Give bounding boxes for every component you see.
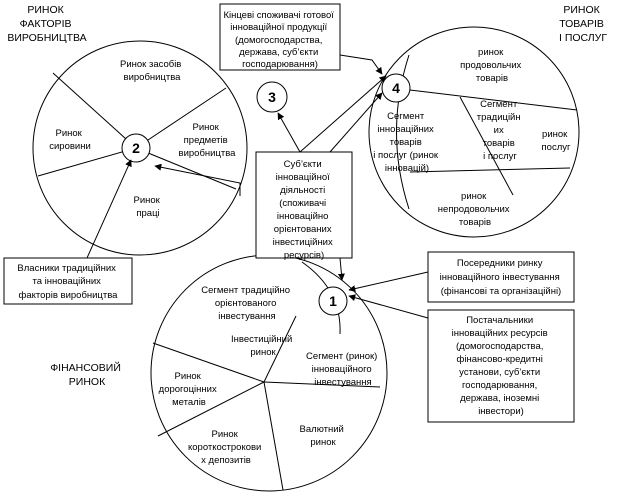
sector-labor: Ринок праці [134, 195, 163, 219]
consumers-number: 3 [268, 89, 276, 105]
box-end-consumers: Кінцеві споживачі готової інноваційної п… [219, 3, 341, 113]
box-innovation-subjects-frame [255, 151, 353, 259]
segment-traditional-investment: Сегмент традиційно орієнтованого інвесту… [201, 285, 292, 322]
box-innovation-subjects-text: Суб’єкти інноваційної діяльності (спожив… [273, 159, 336, 261]
sector-services: ринок послуг [542, 129, 571, 153]
box-factor-owners-frame [3, 257, 133, 305]
goods-divider-lower [409, 167, 571, 173]
arrow-subjects-to-goods-upper [299, 75, 387, 153]
segment-innovative-investment: Сегмент (ринок) інноваційного інвестуван… [306, 351, 380, 388]
factors-market: 2 Ринок засобів виробництва Ринок сирови… [7, 4, 248, 256]
sector-nonfood-goods: ринок непродовольчих товарів [438, 191, 512, 228]
box-resource-suppliers-frame [427, 309, 575, 423]
box-end-consumers-frame [219, 3, 341, 71]
segment-traditional-goods: Сегмент традиційн их товарів і послуг [477, 99, 524, 162]
goods-market-circle [368, 26, 580, 238]
factors-market-title: РИНОК ФАКТОРІВ ВИРОБНИЦТВА [7, 4, 86, 44]
goods-market: 4 ринок продовольчих товарів Сегмент інн… [368, 4, 607, 238]
goods-number-circle [381, 73, 411, 103]
factors-number: 2 [132, 140, 140, 156]
financial-number-circle [318, 286, 348, 316]
arrow-owners-to-factors [86, 159, 132, 259]
financial-divider-s [263, 381, 284, 491]
factors-divider-ne [135, 87, 227, 149]
box-intermediaries: Посередники ринку інноваційного інвестув… [427, 251, 575, 303]
arrow-suppliers-to-financial [348, 294, 429, 319]
box-resource-suppliers-text: Постачальники інноваційних ресурсів (дом… [452, 315, 551, 417]
sector-investment-market: Інвестиційний ринок [231, 334, 295, 358]
sector-objects-of-labor: Ринок предметів виробництва [179, 122, 237, 159]
box-factor-owners-text: Власники традиційних та інноваційних фак… [17, 263, 118, 301]
arrow-subjects-to-financial [337, 257, 345, 281]
financial-divider-n [263, 315, 297, 383]
financial-market-title: ФІНАНСОВИЙ РИНОК [50, 361, 124, 388]
financial-divider-w [152, 342, 265, 383]
connectors [86, 54, 429, 319]
sector-precious-metals: Ринок дорогоцінних металів [159, 371, 220, 408]
arrow-consumers-to-goods [339, 54, 383, 75]
factors-divider-sw [37, 147, 137, 177]
arrow-intermediaries-to-financial [348, 271, 429, 293]
sector-currency-market: Валютний ринок [300, 424, 347, 448]
box-intermediaries-frame [427, 251, 575, 303]
sector-raw-materials: Ринок сировини [49, 128, 91, 152]
arrow-subjects-to-factors [154, 163, 241, 196]
financial-divider-sw [157, 381, 265, 437]
factors-number-circle [121, 133, 151, 163]
box-intermediaries-text: Посередники ринку інноваційного інвестув… [440, 258, 563, 297]
arrow-subjects-to-consumers [277, 112, 301, 153]
factors-divider-nw [52, 72, 137, 149]
consumers-number-circle [256, 81, 288, 113]
goods-divider-upper [409, 89, 578, 111]
goods-number: 4 [392, 80, 400, 96]
segment-innovative-goods: Сегмент інноваційних товарів і послуг (р… [373, 111, 440, 174]
sector-means-of-production: Ринок засобів виробництва [120, 59, 184, 83]
box-innovation-subjects: Суб’єкти інноваційної діяльності (спожив… [255, 151, 353, 261]
financial-number: 1 [329, 293, 337, 309]
goods-innov-segment-border [396, 54, 410, 210]
arrow-subjects-to-goods-lower [329, 92, 383, 153]
sector-short-term-deposits: Ринок короткострокови х депозитів [188, 429, 264, 466]
factors-divider-se [135, 147, 237, 190]
sector-food-goods: ринок продовольчих товарів [460, 47, 524, 84]
financial-market: 1 Сегмент традиційно орієнтованого інвес… [50, 254, 388, 492]
goods-divider-diagonal [459, 96, 514, 196]
box-factor-owners: Власники традиційних та інноваційних фак… [3, 257, 133, 305]
financial-divider-e [263, 381, 381, 388]
box-resource-suppliers: Постачальники інноваційних ресурсів (дом… [427, 309, 575, 423]
box-end-consumers-text: Кінцеві споживачі готової інноваційної п… [223, 10, 336, 70]
goods-market-title: РИНОК ТОВАРІВ І ПОСЛУГ [559, 4, 607, 44]
